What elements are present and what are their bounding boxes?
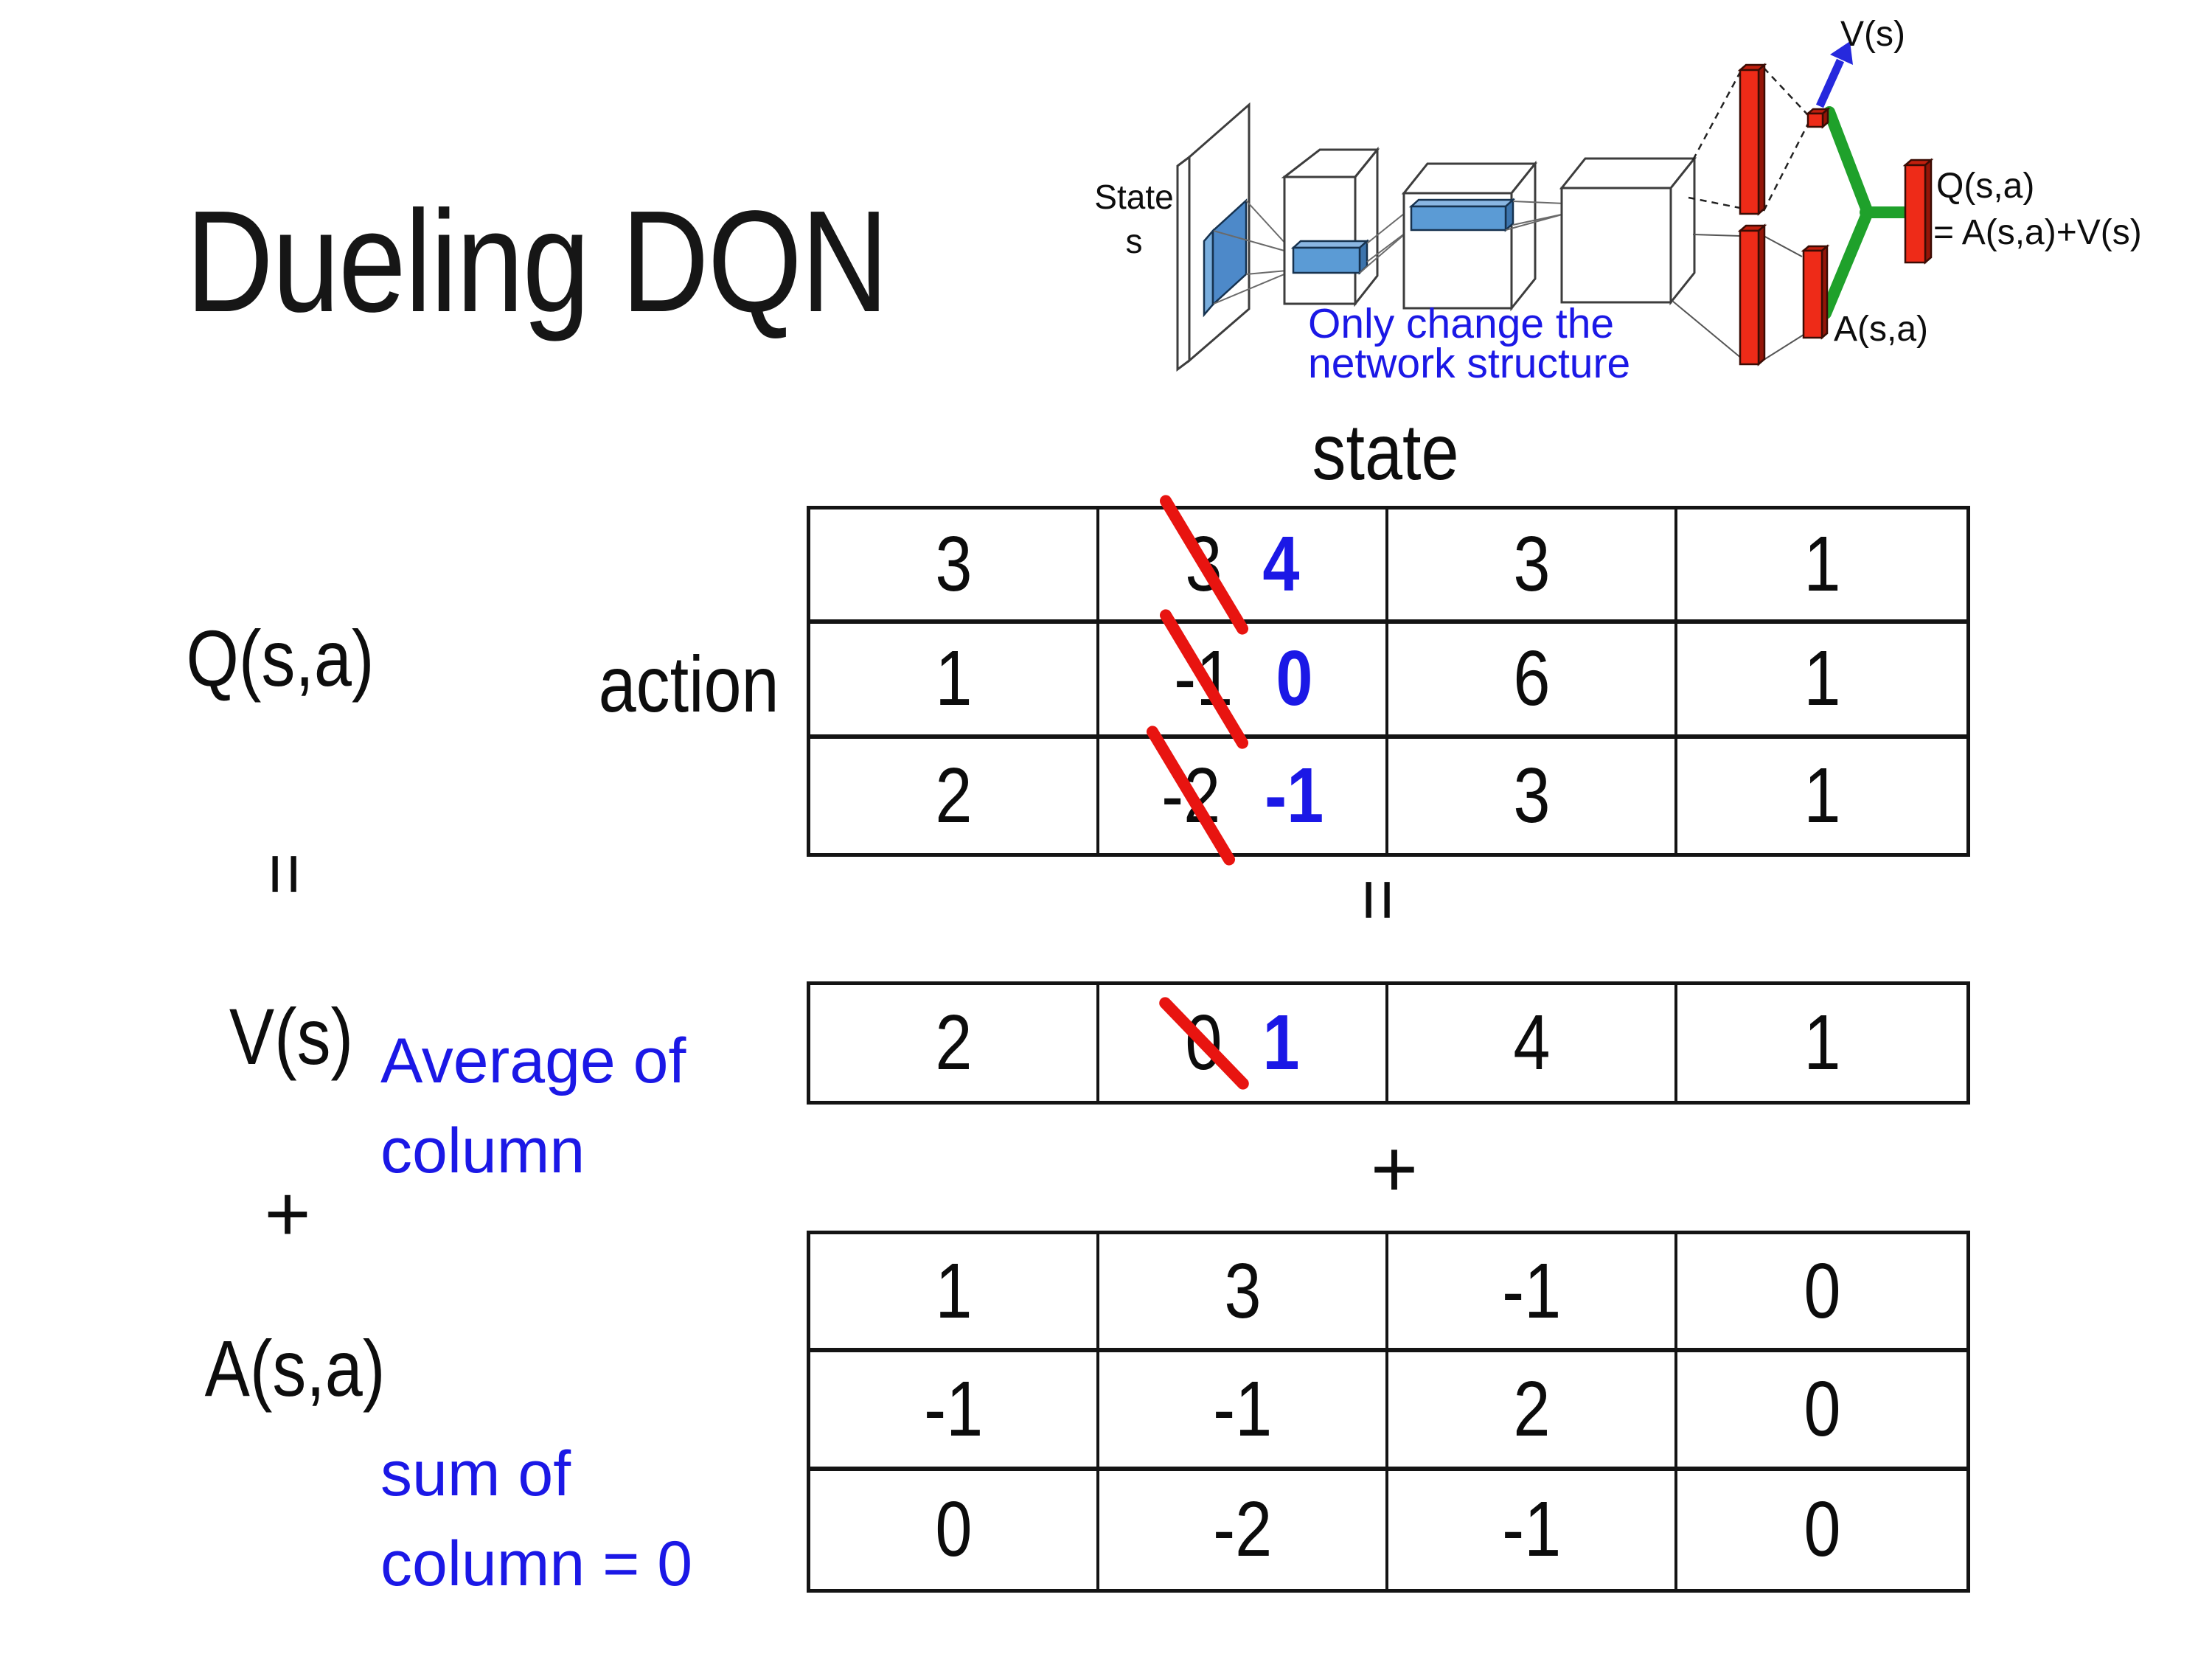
- slide-title-text: Dueling DQN: [186, 181, 888, 342]
- dueling-network-diagram: State s Only change the network structur…: [1094, 15, 2142, 387]
- v-cell: 1: [1803, 999, 1841, 1086]
- state-label: State: [1094, 178, 1173, 216]
- new-value: 1: [1262, 999, 1300, 1086]
- a-cell: 0: [1677, 1352, 1966, 1471]
- crossed-value: 0: [1156, 994, 1251, 1092]
- a-cell: -1: [1388, 1470, 1677, 1589]
- action-axis-label: action: [598, 639, 779, 728]
- q-output-label: Q(s,a): [1936, 167, 2034, 206]
- a-cell: 0: [1803, 1486, 1841, 1573]
- q-cell: 3: [1388, 738, 1677, 853]
- a-cell: 1: [810, 1234, 1099, 1353]
- average-note: Average of column: [380, 1026, 686, 1186]
- new-value: 0: [1276, 635, 1313, 723]
- crossed-value: -1: [1157, 607, 1251, 751]
- q-cell: 1: [1677, 624, 1966, 739]
- a-cell: 0: [810, 1470, 1099, 1589]
- q-cell-corrected: 3 4: [1099, 493, 1388, 637]
- a-cell: 2: [1388, 1352, 1677, 1471]
- q-cell-corrected: -1 0: [1099, 607, 1388, 751]
- v-cell: 4: [1388, 985, 1677, 1101]
- a-cell: -2: [1099, 1470, 1388, 1589]
- a-term-label: A(s,a): [204, 1323, 386, 1413]
- crossed-value: -2: [1144, 723, 1237, 868]
- advantage-stream-links: [1672, 234, 1804, 361]
- value-stream-links: [1688, 67, 1809, 212]
- q-cell: 1: [1803, 751, 1841, 839]
- new-value: 4: [1262, 521, 1300, 608]
- state-s-label: s: [1126, 222, 1143, 260]
- q-cell-corrected: -2 -1: [1099, 723, 1388, 868]
- a-cell: -1: [810, 1352, 1099, 1471]
- q-cell: 1: [810, 624, 1099, 739]
- v-cell: 2: [810, 985, 1099, 1101]
- plus-sign-center: +: [1370, 1123, 1419, 1214]
- conv-box-1: [1281, 146, 1380, 307]
- note-line-2: network structure: [1308, 340, 1630, 387]
- fc-layer-bar-bottom: [1737, 223, 1767, 366]
- projection-lines-3: [1505, 201, 1565, 231]
- q-cell: 3: [1388, 509, 1677, 625]
- fc-box: [1559, 155, 1697, 306]
- new-value: -1: [1265, 751, 1324, 839]
- v-term-label: V(s): [229, 991, 354, 1081]
- a-cell: 3: [1099, 1234, 1388, 1353]
- slide-title: Dueling DQN: [186, 186, 1021, 338]
- q-cell: 1: [1677, 509, 1966, 625]
- value-node: [1805, 107, 1831, 129]
- a-cell: -1: [1388, 1234, 1677, 1353]
- value-arrow: [1815, 41, 1853, 108]
- q-value-table: 3 3 4 3 1 1 -1 0 6 1 2 -2 -1: [807, 493, 1970, 868]
- v-value-table: 2 0 1 4 1: [807, 981, 1970, 1105]
- conv-box-2: [1401, 160, 1538, 312]
- v-cell-corrected: 0 1: [1099, 985, 1388, 1101]
- fc-layer-bar-top: [1737, 63, 1767, 216]
- q-cell: 6: [1388, 624, 1677, 739]
- equals-sign-center: =: [1337, 877, 1420, 922]
- q-output-bar: [1902, 158, 1934, 265]
- feature-bar-1: [1290, 239, 1370, 275]
- q-cell: 3: [810, 509, 1099, 625]
- note-line-1: Only change the: [1308, 300, 1614, 347]
- advantage-bar: [1801, 244, 1830, 340]
- v-output-label: V(s): [1840, 15, 1905, 54]
- plus-sign-left: +: [264, 1168, 311, 1258]
- a-cell: 0: [1677, 1234, 1966, 1353]
- crossed-value: 3: [1157, 493, 1251, 637]
- equals-sign-left: =: [243, 852, 327, 896]
- q-term-label: Q(s,a): [186, 613, 375, 703]
- merge-connector: [1820, 106, 1914, 319]
- a-value-table: 1 3 -1 0 -1 -1 2 0 0 -2 -1 0: [807, 1231, 1970, 1593]
- state-axis-label: state: [1312, 406, 1459, 496]
- q-cell: 2: [810, 738, 1099, 853]
- feature-bar-2: [1408, 198, 1516, 232]
- sum-note: sum of column = 0: [380, 1439, 693, 1599]
- a-cell: -1: [1099, 1352, 1388, 1471]
- q-formula-label: = A(s,a)+V(s): [1933, 213, 2142, 252]
- a-output-label: A(s,a): [1834, 310, 1928, 349]
